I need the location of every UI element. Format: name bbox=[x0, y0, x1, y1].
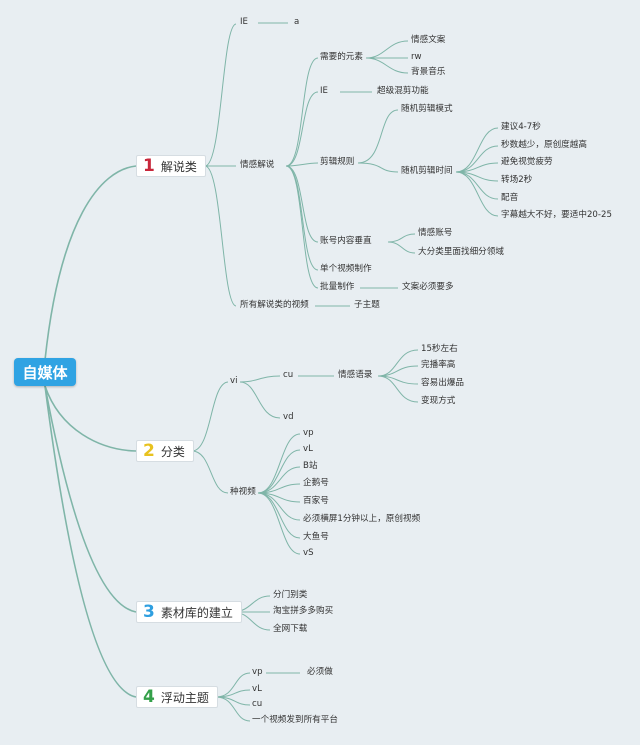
node-dafenlei[interactable]: 大分类里面找细分领域 bbox=[418, 247, 504, 257]
category-sucaiku[interactable]: 3 素材库的建立 bbox=[136, 601, 242, 623]
node-zhanghao-chuizhi[interactable]: 账号内容垂直 bbox=[320, 236, 372, 246]
node-ie[interactable]: IE bbox=[240, 17, 248, 27]
node-dange-shipin[interactable]: 单个视频制作 bbox=[320, 264, 372, 274]
node-zhong-shipin[interactable]: 种视频 bbox=[230, 487, 256, 497]
node-15miao[interactable]: 15秒左右 bbox=[421, 344, 458, 354]
node-bixuzuo[interactable]: 必须做 bbox=[307, 667, 333, 677]
node-cu2[interactable]: cu bbox=[252, 699, 263, 709]
node-zimu[interactable]: 字幕越大不好，要适中20-25 bbox=[501, 210, 612, 220]
node-wenan-biyao[interactable]: 文案必须要多 bbox=[402, 282, 454, 292]
node-qiehao[interactable]: 企鹅号 bbox=[303, 478, 329, 488]
connector-lines bbox=[44, 22, 499, 722]
node-suoyou-jieshuo[interactable]: 所有解说类的视频 bbox=[240, 300, 309, 310]
node-vL2[interactable]: vL bbox=[252, 684, 262, 694]
node-suiji-moshi[interactable]: 随机剪辑模式 bbox=[401, 104, 453, 114]
category-jieshuo[interactable]: 1 解说类 bbox=[136, 155, 206, 177]
node-bixu-hengping[interactable]: 必须横屏1分钟以上，原创视频 bbox=[303, 514, 421, 524]
node-cu[interactable]: cu bbox=[283, 370, 294, 380]
node-qinggan-zhanghao[interactable]: 情感账号 bbox=[418, 228, 453, 238]
node-vp[interactable]: vp bbox=[303, 428, 314, 438]
node-a[interactable]: a bbox=[294, 17, 300, 27]
node-miaoshu[interactable]: 秒数越少，原创度越高 bbox=[501, 140, 587, 150]
node-bzhan[interactable]: B站 bbox=[303, 461, 318, 471]
node-peiyin[interactable]: 配音 bbox=[501, 193, 519, 203]
node-fenmen-bielei[interactable]: 分门别类 bbox=[273, 590, 308, 600]
node-wanbolv[interactable]: 完播率高 bbox=[421, 360, 456, 370]
node-bimian[interactable]: 避免视觉疲劳 bbox=[501, 157, 553, 167]
node-zizhuti[interactable]: 子主题 bbox=[354, 300, 380, 310]
node-zhuanchang[interactable]: 转场2秒 bbox=[501, 175, 533, 185]
node-taobao[interactable]: 淘宝拼多多购买 bbox=[273, 606, 334, 616]
node-chaoji-hunjian[interactable]: 超级混剪功能 bbox=[377, 86, 429, 96]
category-label: 解说类 bbox=[160, 159, 197, 174]
node-qinggan-yulu[interactable]: 情感语录 bbox=[338, 370, 373, 380]
node-vL[interactable]: vL bbox=[303, 444, 313, 454]
category-number: 1 bbox=[143, 156, 155, 176]
category-number: 2 bbox=[143, 441, 155, 461]
category-label: 浮动主题 bbox=[160, 690, 209, 705]
node-rw[interactable]: rw bbox=[411, 52, 422, 62]
node-vd[interactable]: vd bbox=[283, 412, 294, 422]
node-qinggan-wenan[interactable]: 情感文案 bbox=[411, 35, 446, 45]
root-topic[interactable]: 自媒体 bbox=[14, 358, 76, 386]
category-number: 4 bbox=[143, 687, 155, 707]
node-beijing-yinyue[interactable]: 背景音乐 bbox=[411, 67, 446, 77]
node-baijiahao[interactable]: 百家号 bbox=[303, 496, 329, 506]
category-fenlei[interactable]: 2 分类 bbox=[136, 440, 194, 462]
node-dayuhao[interactable]: 大鱼号 bbox=[303, 532, 329, 542]
node-yige-shipin[interactable]: 一个视频发到所有平台 bbox=[252, 715, 338, 725]
node-jianji-guize[interactable]: 剪辑规则 bbox=[320, 157, 355, 167]
node-vp2[interactable]: vp bbox=[252, 667, 263, 677]
node-piliang-zhizuo[interactable]: 批量制作 bbox=[320, 282, 355, 292]
node-quanwang-xiazai[interactable]: 全网下载 bbox=[273, 624, 308, 634]
category-label: 分类 bbox=[160, 444, 185, 459]
category-label: 素材库的建立 bbox=[160, 605, 233, 620]
node-vi[interactable]: vi bbox=[230, 376, 238, 386]
node-suiji-shijian[interactable]: 随机剪辑时间 bbox=[401, 166, 453, 176]
node-ie2[interactable]: IE bbox=[320, 86, 328, 96]
node-rongyi-baopin[interactable]: 容易出爆品 bbox=[421, 378, 464, 388]
category-number: 3 bbox=[143, 602, 155, 622]
node-vS[interactable]: vS bbox=[303, 548, 314, 558]
node-bianxian[interactable]: 变现方式 bbox=[421, 396, 456, 406]
node-qinggan-jieshuo[interactable]: 情感解说 bbox=[240, 160, 275, 170]
node-jianyi[interactable]: 建议4-7秒 bbox=[501, 122, 541, 132]
category-fudong[interactable]: 4 浮动主题 bbox=[136, 686, 218, 708]
node-xuyao-yuansu[interactable]: 需要的元素 bbox=[320, 52, 363, 62]
